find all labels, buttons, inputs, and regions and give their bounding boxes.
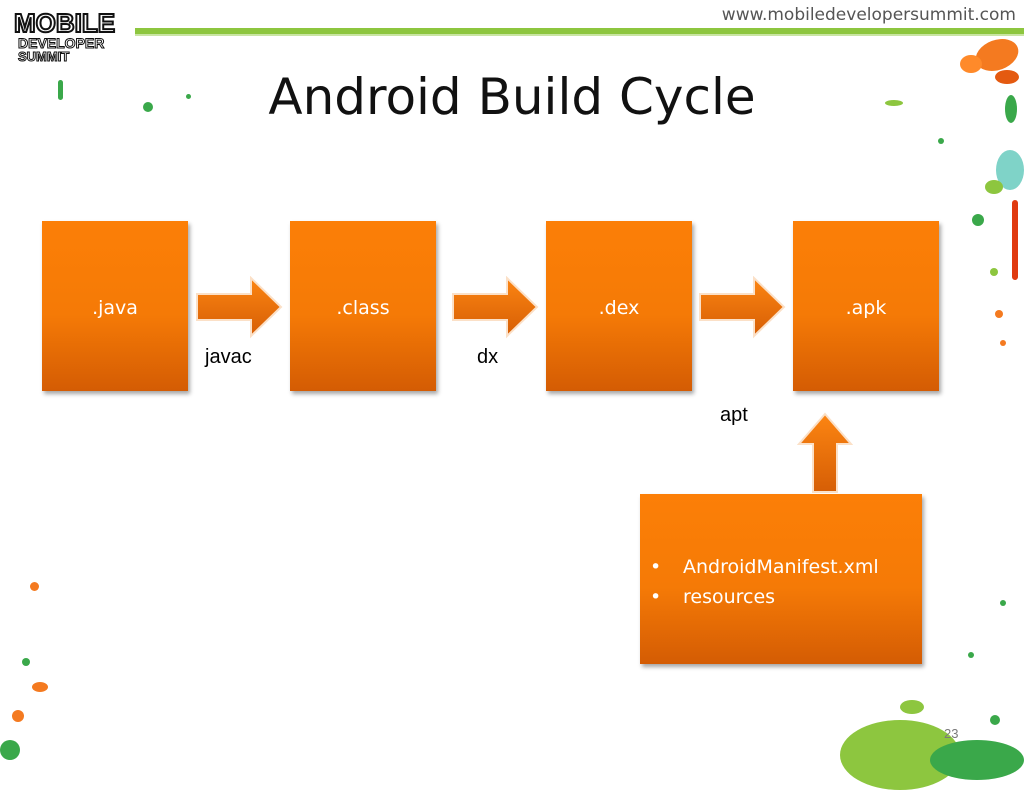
slide-title: Android Build Cycle [268, 68, 756, 126]
list-item: •AndroidManifest.xml [650, 556, 879, 578]
node-class: .class [290, 221, 436, 391]
node-apk-label: .apk [845, 297, 887, 319]
edge-label-javac: javac [205, 346, 252, 368]
node-class-label: .class [336, 297, 390, 319]
resource-item-manifest: AndroidManifest.xml [683, 556, 879, 578]
node-java: .java [42, 221, 188, 391]
site-url: www.mobiledevelopersummit.com [721, 5, 1016, 25]
summit-logo: MOBILE DEVELOPER SUMMIT [13, 8, 138, 66]
edge-label-apt: apt [720, 404, 748, 426]
resources-box: •AndroidManifest.xml •resources [640, 494, 922, 664]
arrow-dex-to-apk [699, 276, 786, 339]
list-item: •resources [650, 586, 776, 608]
logo-line-3: SUMMIT [18, 49, 70, 64]
resource-item-resources: resources [683, 586, 776, 608]
node-apk: .apk [793, 221, 939, 391]
edge-label-dx: dx [477, 346, 499, 368]
logo-line-1: MOBILE [13, 8, 116, 38]
arrow-resources-to-apk [797, 412, 853, 493]
logo-line-2: DEVELOPER [18, 35, 105, 51]
header-green-rule [135, 28, 1024, 34]
node-java-label: .java [92, 297, 138, 319]
node-dex-label: .dex [598, 297, 640, 319]
header-green-rule-light [135, 34, 1024, 36]
resources-list: •AndroidManifest.xml •resources [648, 552, 879, 612]
arrow-class-to-dex [452, 276, 539, 339]
node-dex: .dex [546, 221, 692, 391]
arrow-java-to-class [196, 276, 283, 339]
page-number: 23 [944, 726, 959, 741]
